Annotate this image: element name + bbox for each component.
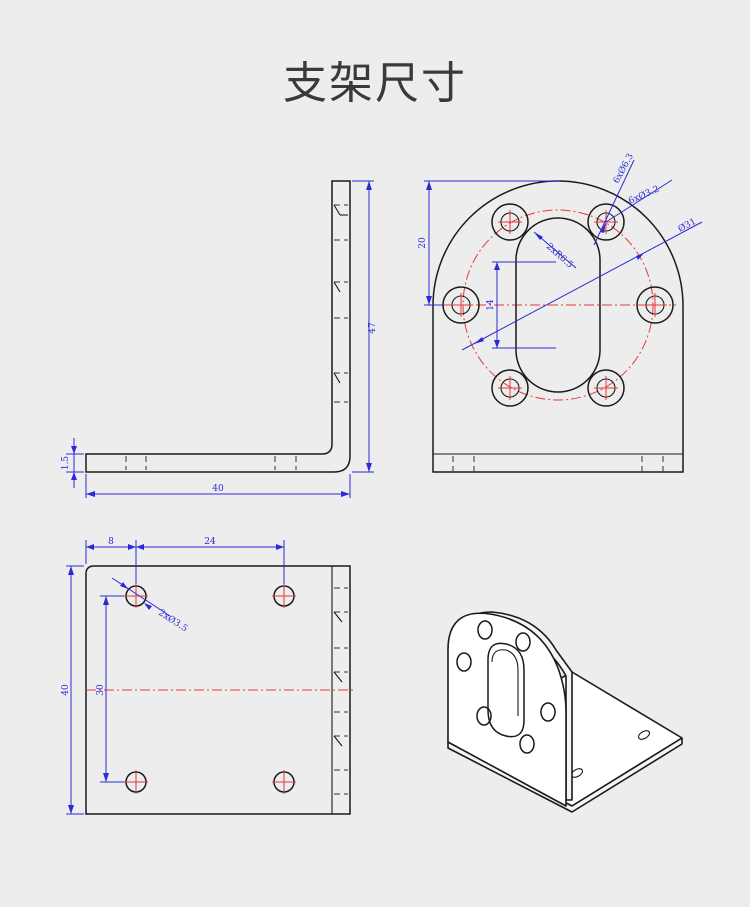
plan-hole-label: 2xØ3.5 bbox=[156, 607, 189, 634]
front-top-label: 20 bbox=[418, 237, 428, 249]
plan-spacing-label: 24 bbox=[204, 537, 216, 547]
plan-hole-bottom-left bbox=[124, 770, 148, 794]
slot-radius-label: 2xR6.5 bbox=[544, 242, 575, 271]
plan-offset-label: 8 bbox=[108, 537, 114, 547]
side-view-outline bbox=[85, 180, 351, 473]
plan-hole-top-right bbox=[272, 584, 296, 608]
iso-holes bbox=[456, 620, 556, 754]
iso-slot bbox=[487, 642, 525, 738]
six-hole-small-label: 6xØ3.2 bbox=[627, 183, 661, 206]
plan-view: 8 24 40 30 2xØ3.5 bbox=[61, 537, 356, 815]
hole-bottom-right bbox=[587, 369, 625, 407]
side-thickness-label: 1.5 bbox=[61, 456, 71, 471]
plan-width-label: 40 bbox=[61, 684, 71, 696]
isometric-view bbox=[447, 611, 683, 813]
plan-view-outline bbox=[85, 565, 351, 815]
side-length-label: 40 bbox=[212, 484, 224, 494]
iso-slot-inner bbox=[491, 649, 519, 716]
side-thickness-dimension: 1.5 bbox=[61, 438, 84, 488]
bolt-circle-label: Ø31 bbox=[676, 216, 698, 235]
plan-holes bbox=[124, 584, 296, 794]
side-view-hidden-holes bbox=[125, 204, 348, 470]
iso-upright-plate bbox=[447, 612, 567, 807]
hole-top-left bbox=[491, 203, 529, 241]
plan-hole-spacing-label: 30 bbox=[96, 684, 106, 696]
front-top-dimension: 20 bbox=[418, 180, 560, 306]
side-view: 47 1.5 40 bbox=[61, 180, 378, 498]
plan-hole-callout: 2xØ3.5 bbox=[111, 577, 190, 634]
slot-height-dimension: 14 bbox=[486, 261, 556, 349]
page-title: 支架尺寸 bbox=[283, 58, 467, 109]
center-slot bbox=[515, 217, 601, 393]
front-hidden-lines bbox=[452, 456, 664, 471]
slot-height-label: 14 bbox=[486, 299, 496, 311]
six-hole-label: 6xØ6.3 bbox=[611, 151, 636, 185]
plan-hole-spacing-dimension: 30 bbox=[96, 595, 124, 783]
plan-width-dimension: 40 bbox=[61, 565, 84, 815]
plan-top-dimensions: 8 24 bbox=[85, 537, 285, 584]
plan-hidden-lines bbox=[333, 587, 348, 795]
iso-base-edge bbox=[447, 737, 683, 813]
side-height-dimension: 47 bbox=[352, 180, 378, 473]
front-view: 20 14 6xØ6.3 6xØ3.2 Ø31 bbox=[418, 151, 703, 473]
side-length-dimension: 40 bbox=[85, 474, 351, 498]
hole-right bbox=[636, 286, 674, 324]
hole-bottom-left bbox=[491, 369, 529, 407]
plan-hole-bottom-right bbox=[272, 770, 296, 794]
iso-base-hole-1 bbox=[637, 730, 651, 740]
plan-hole-top-left bbox=[124, 584, 148, 608]
mounting-holes bbox=[442, 203, 674, 407]
slot-radius-callout: 2xR6.5 bbox=[533, 231, 577, 271]
hole-left bbox=[442, 286, 480, 324]
side-height-label: 47 bbox=[368, 322, 378, 334]
front-view-outline bbox=[432, 180, 684, 473]
